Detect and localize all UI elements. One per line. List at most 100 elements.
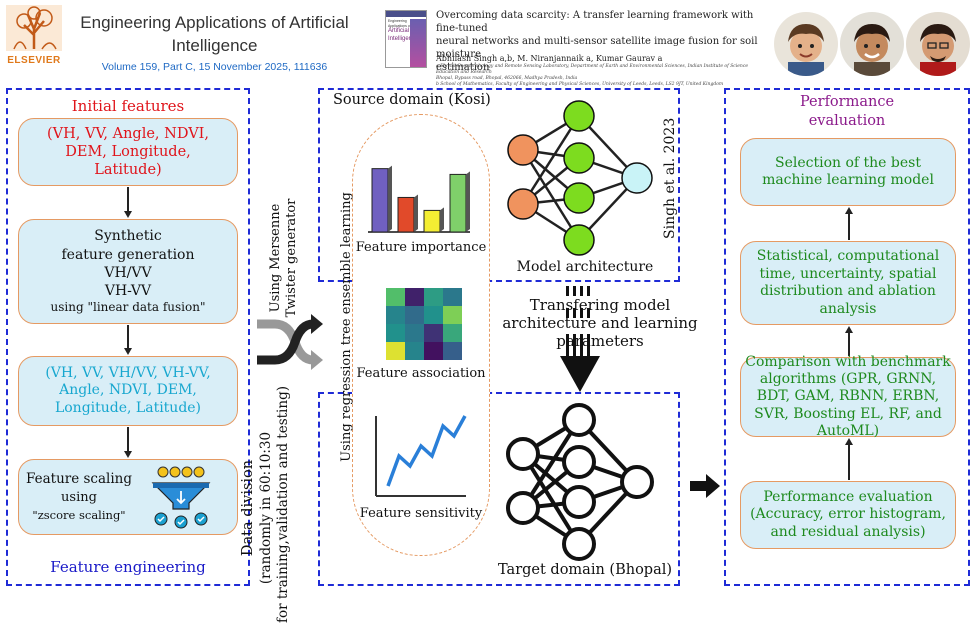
nn-node: [620, 465, 654, 499]
synthetic-line5: using "linear data fusion": [50, 300, 206, 315]
heatmap-cell-2-1: [405, 324, 424, 342]
volume-info[interactable]: Volume 159, Part C, 15 November 2025, 11…: [101, 61, 328, 73]
paper-title-line2: neural networks and multi-sensor satelli…: [436, 36, 758, 60]
performance-title-line2: evaluation: [808, 112, 886, 129]
scaling-line2: using: [61, 490, 97, 506]
generator-line1: Using Mersenne: [268, 203, 283, 313]
benchmark-comparison-box: Comparison with benchmark algorithms (GP…: [740, 354, 956, 439]
nn-node: [562, 485, 596, 519]
performance-evaluation-text: Performance evaluation (Accuracy, error …: [750, 488, 946, 540]
bar-3: [423, 209, 441, 233]
nn-node: [563, 142, 595, 174]
cover-title-1: Engineering Applications of: [388, 19, 411, 28]
journal-title-line2: Intelligence: [171, 35, 258, 55]
journal-title-line1: Engineering Applications of Artificial: [80, 13, 349, 32]
heatmap-cell-1-0: [386, 306, 405, 324]
synthetic-line2: feature generation: [61, 246, 195, 263]
performance-title-line1: Performance: [799, 94, 895, 110]
transfer-arrow-icon: [560, 286, 600, 392]
funnel-filter-icon: [151, 466, 211, 529]
transfer-line1: Transfering model: [529, 296, 671, 314]
affiliation-1: a Fluvial Geomorphology and Remote Sensi…: [436, 64, 749, 76]
heatmap-cell-2-3: [443, 324, 462, 342]
nn-node: [506, 491, 540, 525]
nn-node: [562, 527, 596, 561]
feature-engineering-footer: Feature engineering: [50, 558, 206, 576]
paper-title-line1: Overcoming data scarcity: A transfer lea…: [436, 10, 754, 34]
ensemble-label: Using regression tree ensemble learning: [339, 192, 354, 462]
nn-node: [563, 224, 595, 256]
feature-sensitivity-chart: [375, 415, 467, 497]
data-division-line3: for training,validation and testing): [275, 386, 292, 623]
synthetic-line4: VH-VV: [104, 282, 152, 299]
paper-title[interactable]: Overcoming data scarcity: A transfer lea…: [436, 9, 771, 74]
transfer-label: Transfering model architecture and learn…: [490, 296, 710, 350]
paper-affiliations: a Fluvial Geomorphology and Remote Sensi…: [436, 64, 771, 88]
synthetic-line3: VH/VV: [104, 264, 152, 281]
bar-shadow-3: [440, 207, 444, 232]
source-domain-panel: [318, 88, 680, 282]
journal-cover: Engineering Applications of Artificial I…: [385, 10, 427, 68]
heatmap-cell-0-3: [443, 288, 462, 306]
statistical-analysis-box: Statistical, computational time, uncerta…: [740, 241, 956, 325]
nn-node: [506, 437, 540, 471]
model-architecture-caption: Model architecture: [516, 259, 654, 275]
target-domain-panel: [318, 392, 680, 586]
avatar-author-3: [906, 12, 970, 76]
bar-2: [397, 196, 415, 233]
nn-edge: [521, 418, 581, 510]
heatmap-cell-1-2: [424, 306, 443, 324]
best-model-text: Selection of the best machine learning m…: [762, 154, 934, 189]
nn-edge: [521, 115, 581, 205]
feature-importance-chart: [368, 165, 470, 233]
paper-title-line3: estimation: [436, 62, 490, 73]
feature-importance-caption: Feature importance: [355, 240, 487, 255]
statistical-analysis-text: Statistical, computational time, uncerta…: [756, 248, 940, 317]
all-features-text: (VH, VV, VH/VV, VH-VV, Angle, NDVI, DEM,…: [45, 364, 211, 416]
sensitivity-line: [386, 415, 467, 487]
elsevier-logo: ELSEVIER: [6, 5, 62, 66]
heatmap-cell-3-2: [424, 342, 443, 360]
initial-features-text: (VH, VV, Angle, NDVI, DEM, Longitude, La…: [46, 125, 209, 179]
nn-node: [507, 134, 539, 166]
paper-authors: Abhilash Singh a,b, M. Niranjannaik a, K…: [436, 54, 663, 63]
publisher-name: ELSEVIER: [7, 55, 61, 66]
bar-shadow-1: [388, 165, 392, 232]
initial-features-title: Initial features: [71, 97, 185, 115]
performance-evaluation-box: Performance evaluation (Accuracy, error …: [740, 481, 956, 549]
heatmap-cell-1-3: [443, 306, 462, 324]
journal-title[interactable]: Engineering Applications of Artificial I…: [72, 12, 357, 58]
transfer-line3: parameters: [556, 332, 644, 350]
feature-sensitivity-caption: Feature sensitivity: [359, 506, 483, 521]
synthetic-feature-box: Synthetic feature generation VH/VV VH-VV…: [18, 219, 238, 324]
initial-features-box: (VH, VV, Angle, NDVI, DEM, Longitude, La…: [18, 118, 238, 186]
bar-shadow-4: [466, 171, 470, 232]
feature-association-heatmap: [386, 288, 462, 360]
best-model-box: Selection of the best machine learning m…: [740, 138, 956, 206]
data-division-label: Data division (randomly in 60:10:30 for …: [239, 386, 295, 623]
singh-label: Singh et al. 2023: [662, 117, 678, 239]
nn-edge: [521, 149, 581, 241]
bar-1: [371, 168, 389, 233]
heatmap-cell-0-2: [424, 288, 443, 306]
avatar-author-2: [840, 12, 904, 76]
nn-node: [562, 403, 596, 437]
nn-node: [562, 445, 596, 479]
performance-title: Performance evaluation: [724, 93, 970, 131]
benchmark-comparison-text: Comparison with benchmark algorithms (GP…: [745, 354, 951, 439]
feature-scaling-box: Feature scaling using "zscore scaling": [18, 459, 238, 535]
all-features-box: (VH, VV, VH/VV, VH-VV, Angle, NDVI, DEM,…: [18, 356, 238, 426]
performance-panel: [724, 88, 970, 586]
transfer-line2: architecture and learning: [502, 314, 698, 332]
nn-node: [563, 182, 595, 214]
heatmap-cell-3-3: [443, 342, 462, 360]
heatmap-cell-0-1: [405, 288, 424, 306]
target-domain-title: Target domain (Bhopal): [498, 562, 673, 578]
nn-node: [621, 162, 653, 194]
tree-icon: [6, 5, 62, 51]
bar-4: [449, 173, 467, 233]
feature-engineering-panel: [6, 88, 250, 586]
scaling-line1: Feature scaling: [25, 471, 133, 488]
source-domain-title: Source domain (Kosi): [330, 92, 494, 108]
scaling-line3: "zscore scaling": [32, 508, 126, 523]
